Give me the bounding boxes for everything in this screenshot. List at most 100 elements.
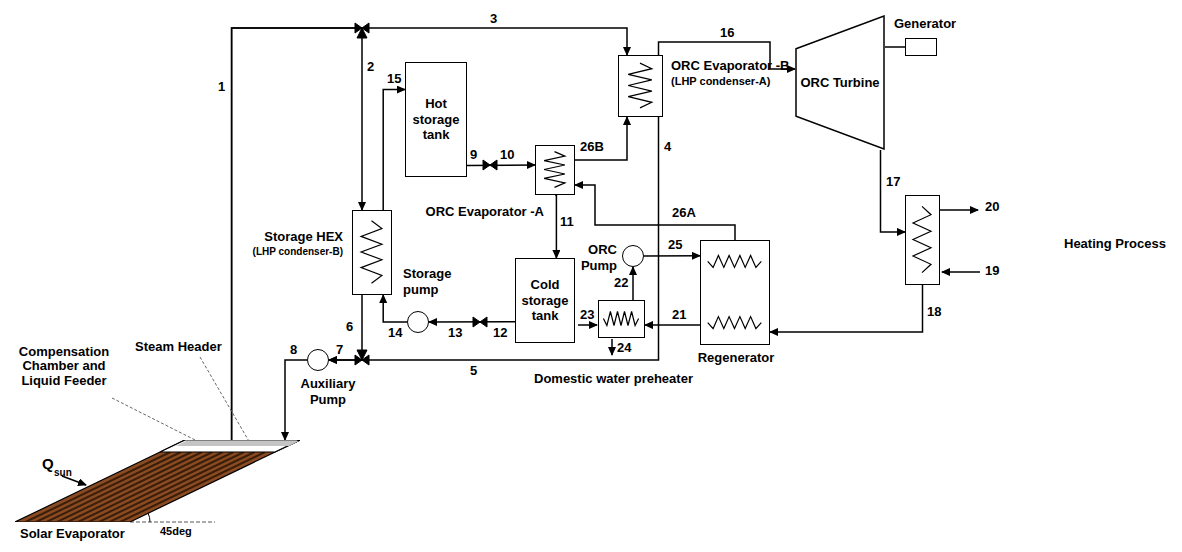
leader-line [112, 398, 205, 445]
callout-number: 26A [672, 206, 696, 220]
pipe-connector [644, 255, 700, 257]
callout-number: 25 [668, 238, 682, 252]
pipe-connector [575, 117, 627, 160]
callout-number: 8 [290, 343, 297, 357]
node-art [906, 196, 938, 283]
steam-header [160, 440, 300, 452]
node-label: Heating Process [1064, 236, 1166, 252]
coil-zigzag [708, 255, 762, 267]
stream-line [940, 209, 978, 211]
heat-exchanger: ORC Evaporator -B(LHP condenser-A) [618, 55, 663, 117]
turbine-outline [796, 16, 884, 149]
heat-pipe [99, 452, 244, 522]
ground-line [130, 522, 215, 523]
pipe-connector [770, 285, 923, 332]
node-label: Storage HEX [264, 229, 343, 245]
storage-tank: Hot storage tank [405, 62, 467, 177]
leader-lines [112, 357, 250, 445]
node-art [701, 241, 768, 343]
pipe-connector [467, 164, 535, 166]
callout-number: 18 [927, 305, 941, 319]
node-label: Solar Evaporator [20, 526, 125, 542]
stream-line [611, 339, 613, 355]
pump-symbol: Storage pump [407, 311, 429, 333]
pipe-connector [383, 90, 405, 210]
pipe-connector [881, 150, 906, 232]
callout-number: 23 [580, 308, 594, 322]
node-label: ORC Evaporator -B [671, 58, 789, 74]
coil-zigzag [603, 312, 638, 326]
coil-zigzag [361, 221, 382, 283]
valve-symbol [473, 317, 487, 327]
callout-number: 13 [448, 326, 462, 340]
node-art [536, 146, 573, 193]
node-label: Storage pump [403, 266, 463, 297]
valve-group [355, 23, 497, 365]
pipe-connector [885, 46, 905, 48]
node-art [15, 440, 300, 522]
pump-symbol: ORC Pump [622, 245, 644, 267]
callout-number: 6 [346, 320, 353, 334]
node-label: Hot storage tank [409, 96, 463, 143]
node-art [599, 301, 643, 336]
pipe-connector [645, 324, 700, 326]
angle-label: 45deg [160, 525, 192, 537]
node-art [619, 56, 661, 115]
pipe-connector [429, 321, 515, 323]
callout-number: 22 [614, 276, 628, 290]
angle-arc [148, 513, 150, 522]
valve-symbol [483, 160, 497, 170]
node-label: Cold storage tank [519, 277, 571, 324]
pipe-connector [575, 185, 735, 240]
pipe-connector [555, 195, 556, 258]
callout-number: 10 [500, 148, 514, 162]
node-art [353, 211, 390, 293]
callout-number: 5 [470, 364, 477, 378]
storage-tank: Cold storage tank [515, 258, 575, 343]
callout-number: 4 [664, 140, 671, 154]
node-label: Generator [894, 16, 956, 32]
callout-number: 21 [672, 308, 686, 322]
coil-zigzag [913, 206, 931, 272]
callout-number: 17 [886, 175, 900, 189]
callout-number: 2 [367, 60, 374, 74]
coil-zigzag [628, 63, 652, 108]
callout-number: 15 [387, 72, 401, 86]
valve-port [357, 350, 367, 360]
pipe-connector [232, 28, 362, 440]
callout-number: 20 [985, 200, 999, 214]
subscript-label: sun [54, 467, 72, 478]
node-label: ORC Pump [577, 242, 617, 273]
callout-number: 3 [490, 12, 497, 26]
coil-zigzag [708, 317, 762, 329]
panel-outline [15, 440, 300, 522]
callout-number: 26B [580, 140, 604, 154]
pipe-connector [632, 267, 634, 300]
heat-pipe [110, 452, 255, 522]
pipe-connector [329, 117, 659, 360]
regenerator-box: Regenerator [700, 240, 770, 345]
pump-symbol: Auxiliary Pump [307, 349, 329, 371]
stream-line [942, 271, 980, 273]
callout-number: 16 [720, 26, 734, 40]
heat-exchanger: Storage HEX(LHP condenser-B) [352, 210, 392, 295]
valve-port [357, 28, 367, 38]
compensation-chamber [176, 441, 299, 446]
node-label: (LHP condenser-A) [671, 75, 770, 88]
callout-number: 14 [388, 326, 402, 340]
node-label: ORC Turbine [800, 75, 879, 91]
stream-line [578, 324, 597, 326]
solar-evaporator: Solar Evaporator [15, 440, 300, 522]
generator-box: Generator [905, 38, 937, 56]
turbine-symbol: ORC Turbine [795, 15, 885, 150]
callout-number: 11 [560, 215, 574, 229]
part-label: Steam Header [135, 340, 222, 354]
node-label: ORC Evaporator -A [426, 204, 544, 220]
callout-number: 12 [493, 326, 507, 340]
callout-number: 1 [218, 80, 225, 94]
callout-number: 7 [336, 343, 343, 357]
coil-zigzag [544, 152, 565, 188]
heat-pipe [120, 452, 265, 522]
node-label: Auxiliary Pump [293, 376, 363, 407]
